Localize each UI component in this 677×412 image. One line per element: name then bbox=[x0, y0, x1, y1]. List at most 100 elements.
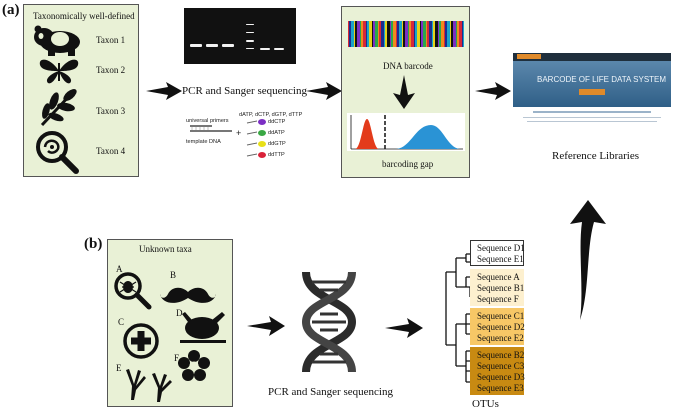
otu-sequence: Sequence E3 bbox=[477, 383, 524, 393]
barcode-stripe bbox=[375, 21, 378, 47]
otu-sequence: Sequence D1 bbox=[477, 243, 525, 253]
template-label: template DNA bbox=[186, 139, 221, 145]
panel-b-label: (b) bbox=[84, 236, 103, 252]
barcode-stripe bbox=[463, 21, 464, 47]
ddntp-4: ddTTP bbox=[268, 152, 285, 158]
barcode-stripe bbox=[438, 21, 439, 47]
mustache-icon bbox=[160, 287, 216, 303]
plus-circle-icon bbox=[123, 323, 159, 359]
barcode-stripe bbox=[415, 21, 417, 47]
magnifier-beetle-icon bbox=[114, 272, 152, 310]
barcode-stripe bbox=[444, 21, 445, 47]
library-site-title: BARCODE OF LIFE DATA SYSTEM bbox=[537, 75, 667, 84]
barcode-stripe bbox=[417, 21, 420, 47]
primers-label: universal primers bbox=[186, 118, 229, 124]
taxon-4-label: Taxon 4 bbox=[96, 146, 126, 156]
otu-sequence: Sequence B2 bbox=[477, 350, 525, 360]
barcode-stripe bbox=[381, 21, 384, 47]
barcode-stripe bbox=[348, 21, 349, 47]
template-dna-strands bbox=[190, 125, 232, 132]
unknown-taxa-box: Unknown taxa A B C D F E bbox=[107, 239, 233, 407]
ddntp-2: ddATP bbox=[268, 130, 285, 136]
dntp-header: dATP, dCTP, dGTP, dTTP bbox=[239, 112, 303, 118]
barcode-stripe bbox=[402, 21, 403, 47]
barcode-stripe bbox=[355, 21, 357, 47]
taxon-letter-c: C bbox=[118, 317, 125, 327]
flower-icon bbox=[178, 350, 210, 381]
otu-sequence: Sequence D3 bbox=[477, 372, 525, 382]
unknown-taxa-title: Unknown taxa bbox=[139, 244, 192, 254]
barcode-stripe bbox=[408, 21, 409, 47]
barcode-stripe bbox=[409, 21, 411, 47]
barcode-stripe bbox=[378, 21, 379, 47]
barcode-stripe bbox=[420, 21, 421, 47]
otu-group-4: Sequence B2 Sequence C3 Sequence D3 Sequ… bbox=[470, 347, 525, 395]
barcode-stripe bbox=[435, 21, 438, 47]
otu-sequence: Sequence C3 bbox=[477, 361, 525, 371]
otu-group-2: Sequence A Sequence B1 Sequence F bbox=[470, 269, 524, 306]
phylogenetic-tree bbox=[445, 253, 474, 383]
barcode-stripe bbox=[411, 21, 414, 47]
arrow-right-icon bbox=[306, 82, 342, 100]
barcode-stripe bbox=[360, 21, 361, 47]
barcode-stripe bbox=[426, 21, 427, 47]
barcode-stripe bbox=[459, 21, 462, 47]
barcode-stripe bbox=[432, 21, 433, 47]
barcode-stripe bbox=[354, 21, 355, 47]
barcode-stripe bbox=[373, 21, 375, 47]
taxon-letter-f: F bbox=[174, 353, 180, 363]
arrow-right-icon bbox=[385, 318, 423, 338]
barcoding-gap-plot bbox=[347, 113, 465, 151]
otu-sequence: Sequence E1 bbox=[477, 254, 524, 264]
reference-libraries-label: Reference Libraries bbox=[552, 150, 640, 162]
barcode-stripe bbox=[351, 21, 354, 47]
barcode-stripe bbox=[397, 21, 399, 47]
pcr-caption-b: PCR and Sanger sequencing bbox=[268, 386, 393, 398]
barcode-stripe bbox=[369, 21, 372, 47]
barcode-stripe bbox=[379, 21, 381, 47]
barcode-stripe bbox=[450, 21, 451, 47]
otu-sequence: Sequence E2 bbox=[477, 333, 524, 343]
otu-sequence: Sequence D2 bbox=[477, 322, 525, 332]
barcode-stripe bbox=[427, 21, 429, 47]
otu-sequence: Sequence F bbox=[477, 294, 519, 304]
plus-sign: + bbox=[236, 128, 242, 138]
otu-sequence: Sequence A bbox=[477, 272, 520, 282]
barcode-stripe bbox=[390, 21, 391, 47]
barcode-box: DNA barcode barcoding gap bbox=[341, 6, 470, 178]
ddntp-3: ddGTP bbox=[268, 141, 286, 147]
otu-sequence: Sequence B1 bbox=[477, 283, 525, 293]
gel-image bbox=[184, 8, 296, 64]
barcoding-gap-label: barcoding gap bbox=[382, 159, 434, 169]
barcode-stripe bbox=[403, 21, 405, 47]
arrow-right-icon bbox=[247, 316, 285, 336]
ddntp-1: ddCTP bbox=[268, 119, 286, 125]
barcode-stripe bbox=[366, 21, 367, 47]
barcode-stripe bbox=[385, 21, 387, 47]
arrow-right-icon bbox=[146, 82, 182, 100]
arrow-down-icon bbox=[393, 75, 415, 109]
barcode-stripe bbox=[372, 21, 373, 47]
arrow-right-icon bbox=[475, 82, 511, 100]
ddntp-list: ddCTP ddATP ddGTP ddTTP bbox=[246, 116, 306, 170]
taxon-letter-d: D bbox=[176, 308, 183, 318]
taxon-3-label: Taxon 3 bbox=[96, 106, 126, 116]
curved-up-arrow-icon bbox=[570, 200, 606, 320]
barcode-stripe bbox=[445, 21, 447, 47]
butterfly-icon bbox=[39, 59, 79, 84]
barcode-stripe bbox=[453, 21, 456, 47]
barcode-stripe bbox=[456, 21, 457, 47]
bird-footprints-icon bbox=[126, 369, 172, 402]
panel-a-label: (a) bbox=[2, 2, 20, 18]
otu-sequence: Sequence C1 bbox=[477, 311, 525, 321]
barcode-stripe bbox=[462, 21, 463, 47]
taxa-box: Taxonomically well-defined Taxon 1 Taxon… bbox=[23, 4, 139, 177]
taxon-letter-a: A bbox=[116, 264, 123, 274]
barcode-stripe bbox=[421, 21, 423, 47]
barcode-stripe bbox=[393, 21, 396, 47]
reference-library-screenshot: BARCODE OF LIFE DATA SYSTEM bbox=[513, 53, 671, 137]
dna-barcode-label: DNA barcode bbox=[383, 61, 433, 71]
barcode-stripe bbox=[367, 21, 369, 47]
otu-group-3: Sequence C1 Sequence D2 Sequence E2 bbox=[470, 308, 525, 345]
barcode-stripe bbox=[387, 21, 390, 47]
